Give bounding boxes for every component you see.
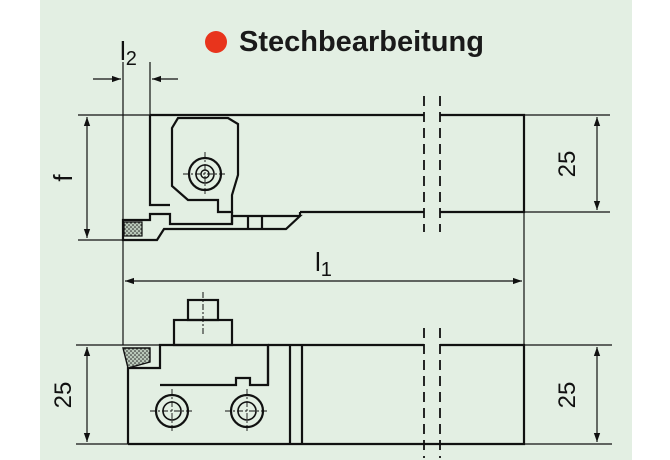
dim-label-top-right-25: 25 <box>554 151 581 178</box>
insert-tip-top <box>123 221 143 237</box>
dim-label-f: f <box>48 174 78 182</box>
top-shank-outline <box>150 113 526 214</box>
dim-label-l1: l1 <box>315 247 332 281</box>
clamp-screw-icon <box>183 152 227 196</box>
blade-strip <box>121 212 303 242</box>
bullet-dot <box>205 31 227 53</box>
break-lines-top <box>423 96 441 232</box>
side-view <box>126 292 526 446</box>
clamp-plate <box>170 116 240 214</box>
dim-label-l2: l2 <box>120 36 137 70</box>
insert-tip-side <box>122 347 151 369</box>
page-title: Stechbearbeitung <box>239 25 484 58</box>
break-lines-bottom <box>423 328 441 458</box>
mounting-screw-icon <box>150 389 194 433</box>
dim-label-bottom-left-25: 25 <box>50 382 77 409</box>
mounting-screw-icon-2 <box>225 389 269 433</box>
side-shank-outline <box>128 343 526 446</box>
dim-label-bottom-right-25: 25 <box>554 382 581 409</box>
top-view <box>121 113 526 242</box>
dimension-lines <box>76 62 612 445</box>
top-shank-front <box>148 115 170 207</box>
title-block: Stechbearbeitung <box>205 22 484 62</box>
